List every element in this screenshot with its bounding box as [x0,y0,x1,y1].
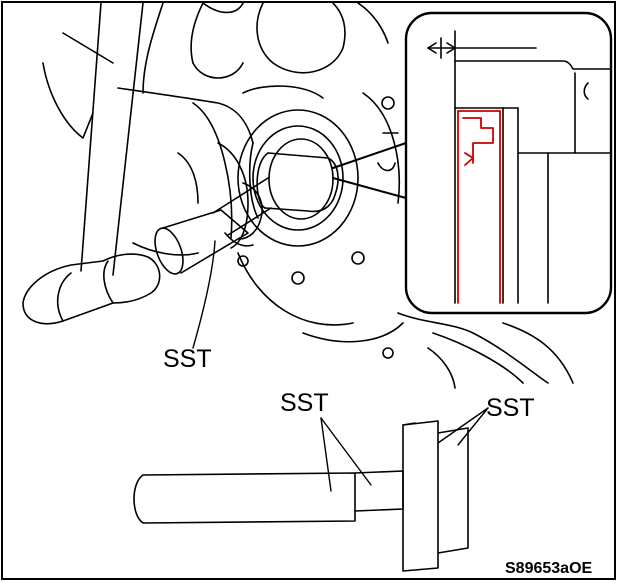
sst-driver-tool [154,152,339,275]
oil-seal-highlight [457,110,501,304]
oil-seal-bore [237,109,359,247]
figure-code: S89653aOE [505,560,593,577]
sst-label-tool-right: SST [486,394,535,422]
engine-housing [42,3,574,389]
hand [117,87,263,256]
sst-label-upper: SST [163,345,212,373]
sst-leaders [192,240,489,492]
detail-inset [332,11,613,315]
service-illustration [22,3,613,572]
sst-tool-assembly [133,420,469,572]
hammer [22,3,161,325]
sst-label-tool-left: SST [280,389,329,417]
